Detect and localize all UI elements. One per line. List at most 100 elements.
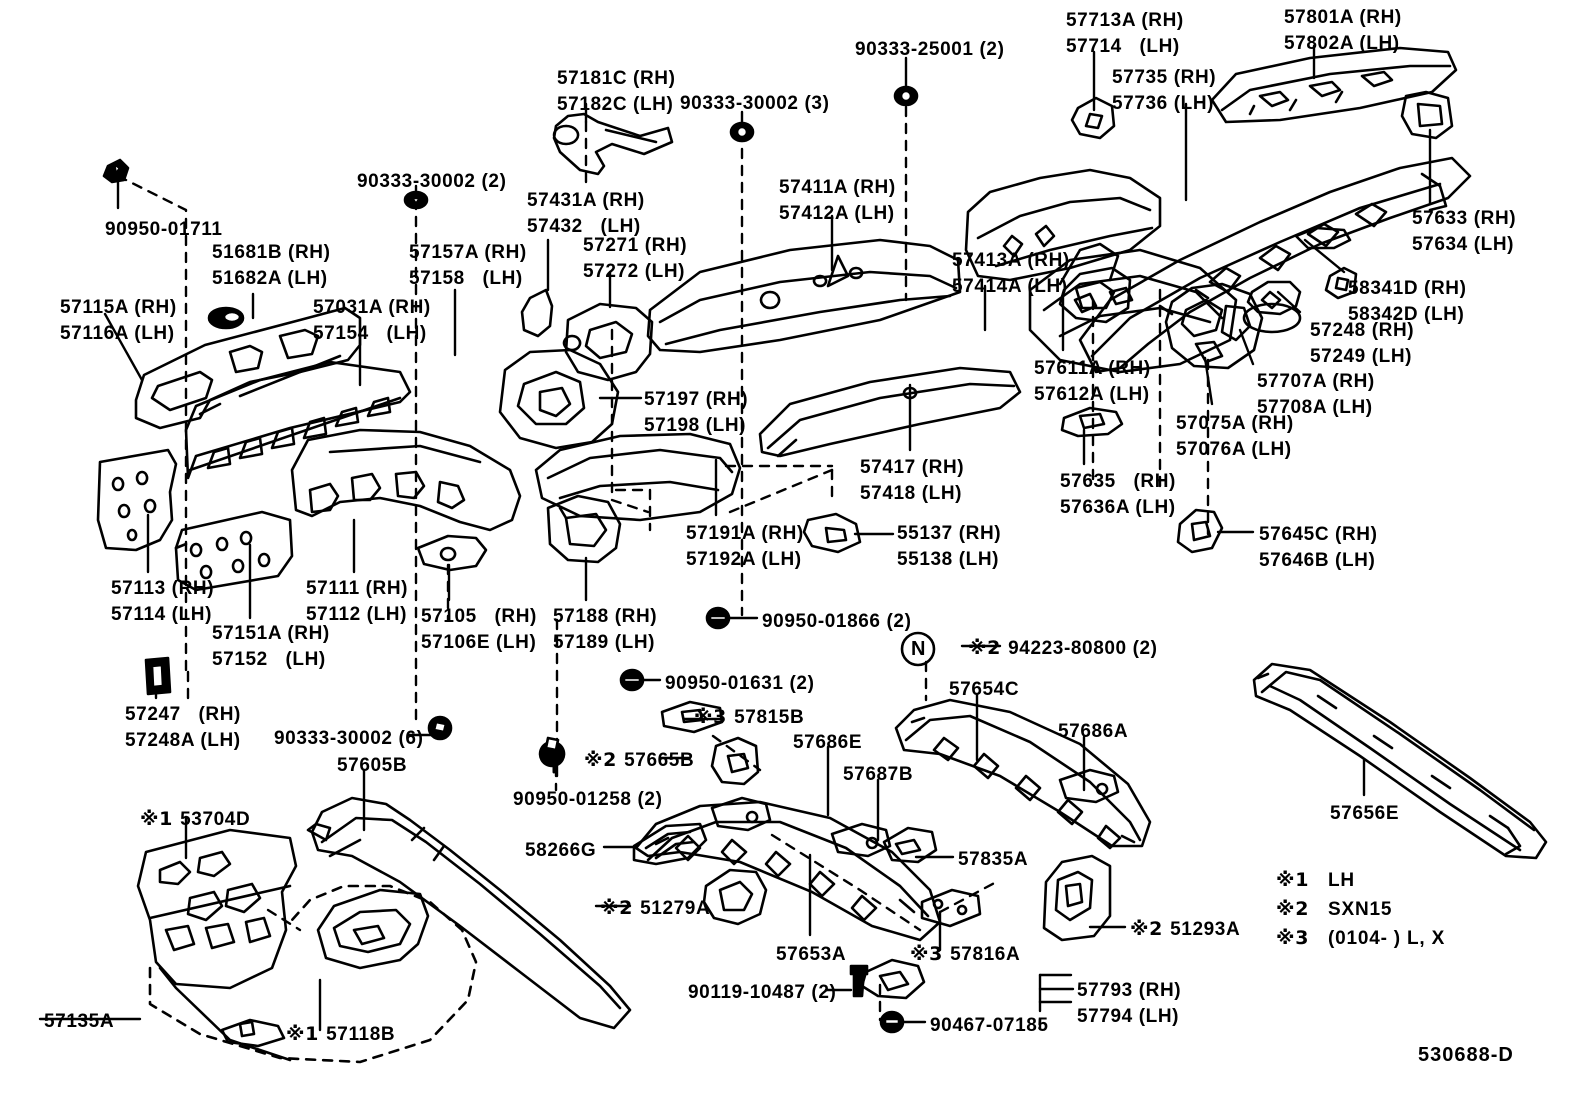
reference-mark: ※1 (286, 1023, 327, 1045)
part-label-line: 90333-30002 (2) (357, 171, 507, 192)
part-label-line: 57075A (RH) (1176, 413, 1294, 434)
part-label-line: 90467-07185 (930, 1015, 1049, 1036)
part-label-l26: 57417 (RH)57418 (LH) (860, 455, 964, 507)
part-label-l50: 57793 (RH) 57794 (LH) (1077, 978, 1181, 1030)
part-57665B (710, 736, 760, 786)
part-57197 (498, 348, 620, 450)
part-57105 (416, 534, 488, 572)
part-label-l44: 57654C (949, 677, 1019, 702)
part-label-line: 57707A (RH) (1257, 371, 1375, 392)
part-label-l02: 51681B (RH)51682A (LH) (212, 240, 331, 292)
part-label-line: 57031A (RH) (313, 297, 431, 318)
part-label-l42: 57686E (793, 730, 862, 755)
part-label-line: 57272 (LH) (583, 261, 686, 282)
part-label-line: 57432 (LH) (527, 216, 641, 237)
part-57113 (96, 448, 178, 552)
part-label-line: 57154 (LH) (313, 323, 427, 344)
part-label-line: 57794 (LH) (1077, 1006, 1180, 1027)
part-label-line: 57653A (776, 944, 847, 965)
part-label-l33: 57188 (RH)57189 (LH) (553, 604, 657, 656)
part-57031A (184, 360, 412, 480)
part-label-line: 57645C (RH) (1259, 524, 1378, 545)
part-label-line: 57182C (LH) (557, 94, 674, 115)
part-label-line: 57801A (RH) (1284, 7, 1402, 28)
part-57687B (830, 822, 892, 858)
part-53704D (136, 828, 298, 990)
marked-part-label-m04: ※1 53704D (140, 807, 250, 832)
part-label-line: 57113 (RH) (111, 578, 215, 599)
reference-mark: ※2 (1130, 918, 1171, 940)
part-57111 (290, 428, 522, 532)
part-57605B (306, 796, 632, 1030)
part-label-line: 57198 (LH) (644, 415, 747, 436)
part-57188 (546, 494, 622, 564)
marked-part-number: 57665B (624, 750, 695, 771)
part-label-line: 57835A (958, 849, 1029, 870)
part-label-line: 57114 (LH) (111, 604, 213, 625)
part-label-l30: 57151A (RH)57152 (LH) (212, 621, 330, 673)
part-label-line: 57605B (337, 755, 408, 776)
part-57835A (882, 826, 938, 864)
reference-mark: ※2 (968, 637, 1009, 659)
part-label-l09: 57431A (RH) 57432 (LH) (527, 188, 645, 240)
part-label-l14: 57713A (RH)57714 (LH) (1066, 8, 1184, 60)
part-label-l24: 57645C (RH)57646B (LH) (1259, 522, 1378, 574)
part-label-line: 57634 (LH) (1412, 234, 1515, 255)
part-label-l39: 57605B (337, 753, 407, 778)
part-label-line: 57115A (RH) (60, 297, 177, 318)
part-label-line: 55138 (LH) (897, 549, 1000, 570)
part-label-line: 57248A (LH) (125, 730, 241, 751)
part-label-l23: 57635 (RH)57636A (LH) (1060, 469, 1176, 521)
part-57686A (1058, 768, 1120, 804)
part-label-line: 57612A (LH) (1034, 384, 1150, 405)
reference-mark: ※3 (910, 943, 951, 965)
part-label-line: 57106E (LH) (421, 632, 537, 653)
part-label-l04: 57115A (RH) 57116A (LH) (60, 295, 177, 347)
part-label-line: 57736 (LH) (1112, 93, 1215, 114)
part-label-line: 57413A (RH) (952, 250, 1070, 271)
part-51293A (1042, 854, 1112, 942)
part-57431A (520, 288, 554, 338)
part-label-l08: 90333-30002 (3) (680, 91, 830, 116)
part-label-line: 57412A (LH) (779, 203, 895, 224)
part-label-line: 57271 (RH) (583, 235, 688, 256)
marked-part-number: 57815B (734, 707, 805, 728)
part-label-l47: 57656E (1330, 801, 1399, 826)
part-label-l40: 58266G (525, 838, 596, 863)
part-57654C (894, 698, 1152, 850)
part-57413A (964, 168, 1162, 286)
part-label-line: 57191A (RH) (686, 523, 804, 544)
part-label-line: 57188 (RH) (553, 606, 658, 627)
part-label-l46: 57835A (958, 847, 1028, 872)
part-57801A (1210, 46, 1458, 124)
n-callout-circle (900, 631, 936, 667)
part-label-l03: 90333-30002 (2) (357, 169, 507, 194)
part-label-line: 51681B (RH) (212, 242, 331, 263)
part-label-l17: 57633 (RH)57634 (LH) (1412, 206, 1516, 258)
part-label-line: 57431A (RH) (527, 190, 645, 211)
marked-part-number: 57118B (326, 1024, 396, 1045)
part-label-line: 57793 (RH) (1077, 980, 1182, 1001)
part-label-l35: 57247 (RH)57248A (LH) (125, 702, 241, 754)
part-label-l21: 57611A (RH)57612A (LH) (1034, 356, 1151, 408)
marked-part-label-m06: ※3 57816A (910, 942, 1020, 967)
part-57411A (646, 238, 962, 354)
legend-text: LH (1328, 870, 1355, 891)
part-label-line: 57152 (LH) (212, 649, 326, 670)
part-label-line: 90333-30002 (6) (274, 728, 424, 749)
part-label-line: 57076A (LH) (1176, 439, 1292, 460)
part-57248 (1324, 266, 1358, 300)
part-55137 (802, 512, 862, 554)
reference-mark: ※2 (600, 897, 641, 919)
part-label-line: 57135A (44, 1011, 115, 1032)
n-callout-letter: N (911, 638, 927, 660)
part-label-l16: 57801A (RH) 57802A (LH) (1284, 5, 1402, 57)
part-57611A (1058, 266, 1132, 324)
part-label-line: 57116A (LH) (60, 323, 175, 344)
marked-part-label-m03: ※2 57665B (584, 748, 694, 773)
part-label-line: 57635 (RH) (1060, 471, 1176, 492)
part-label-line: 57105 (RH) (421, 606, 537, 627)
part-label-line: 57802A (LH) (1284, 33, 1400, 54)
